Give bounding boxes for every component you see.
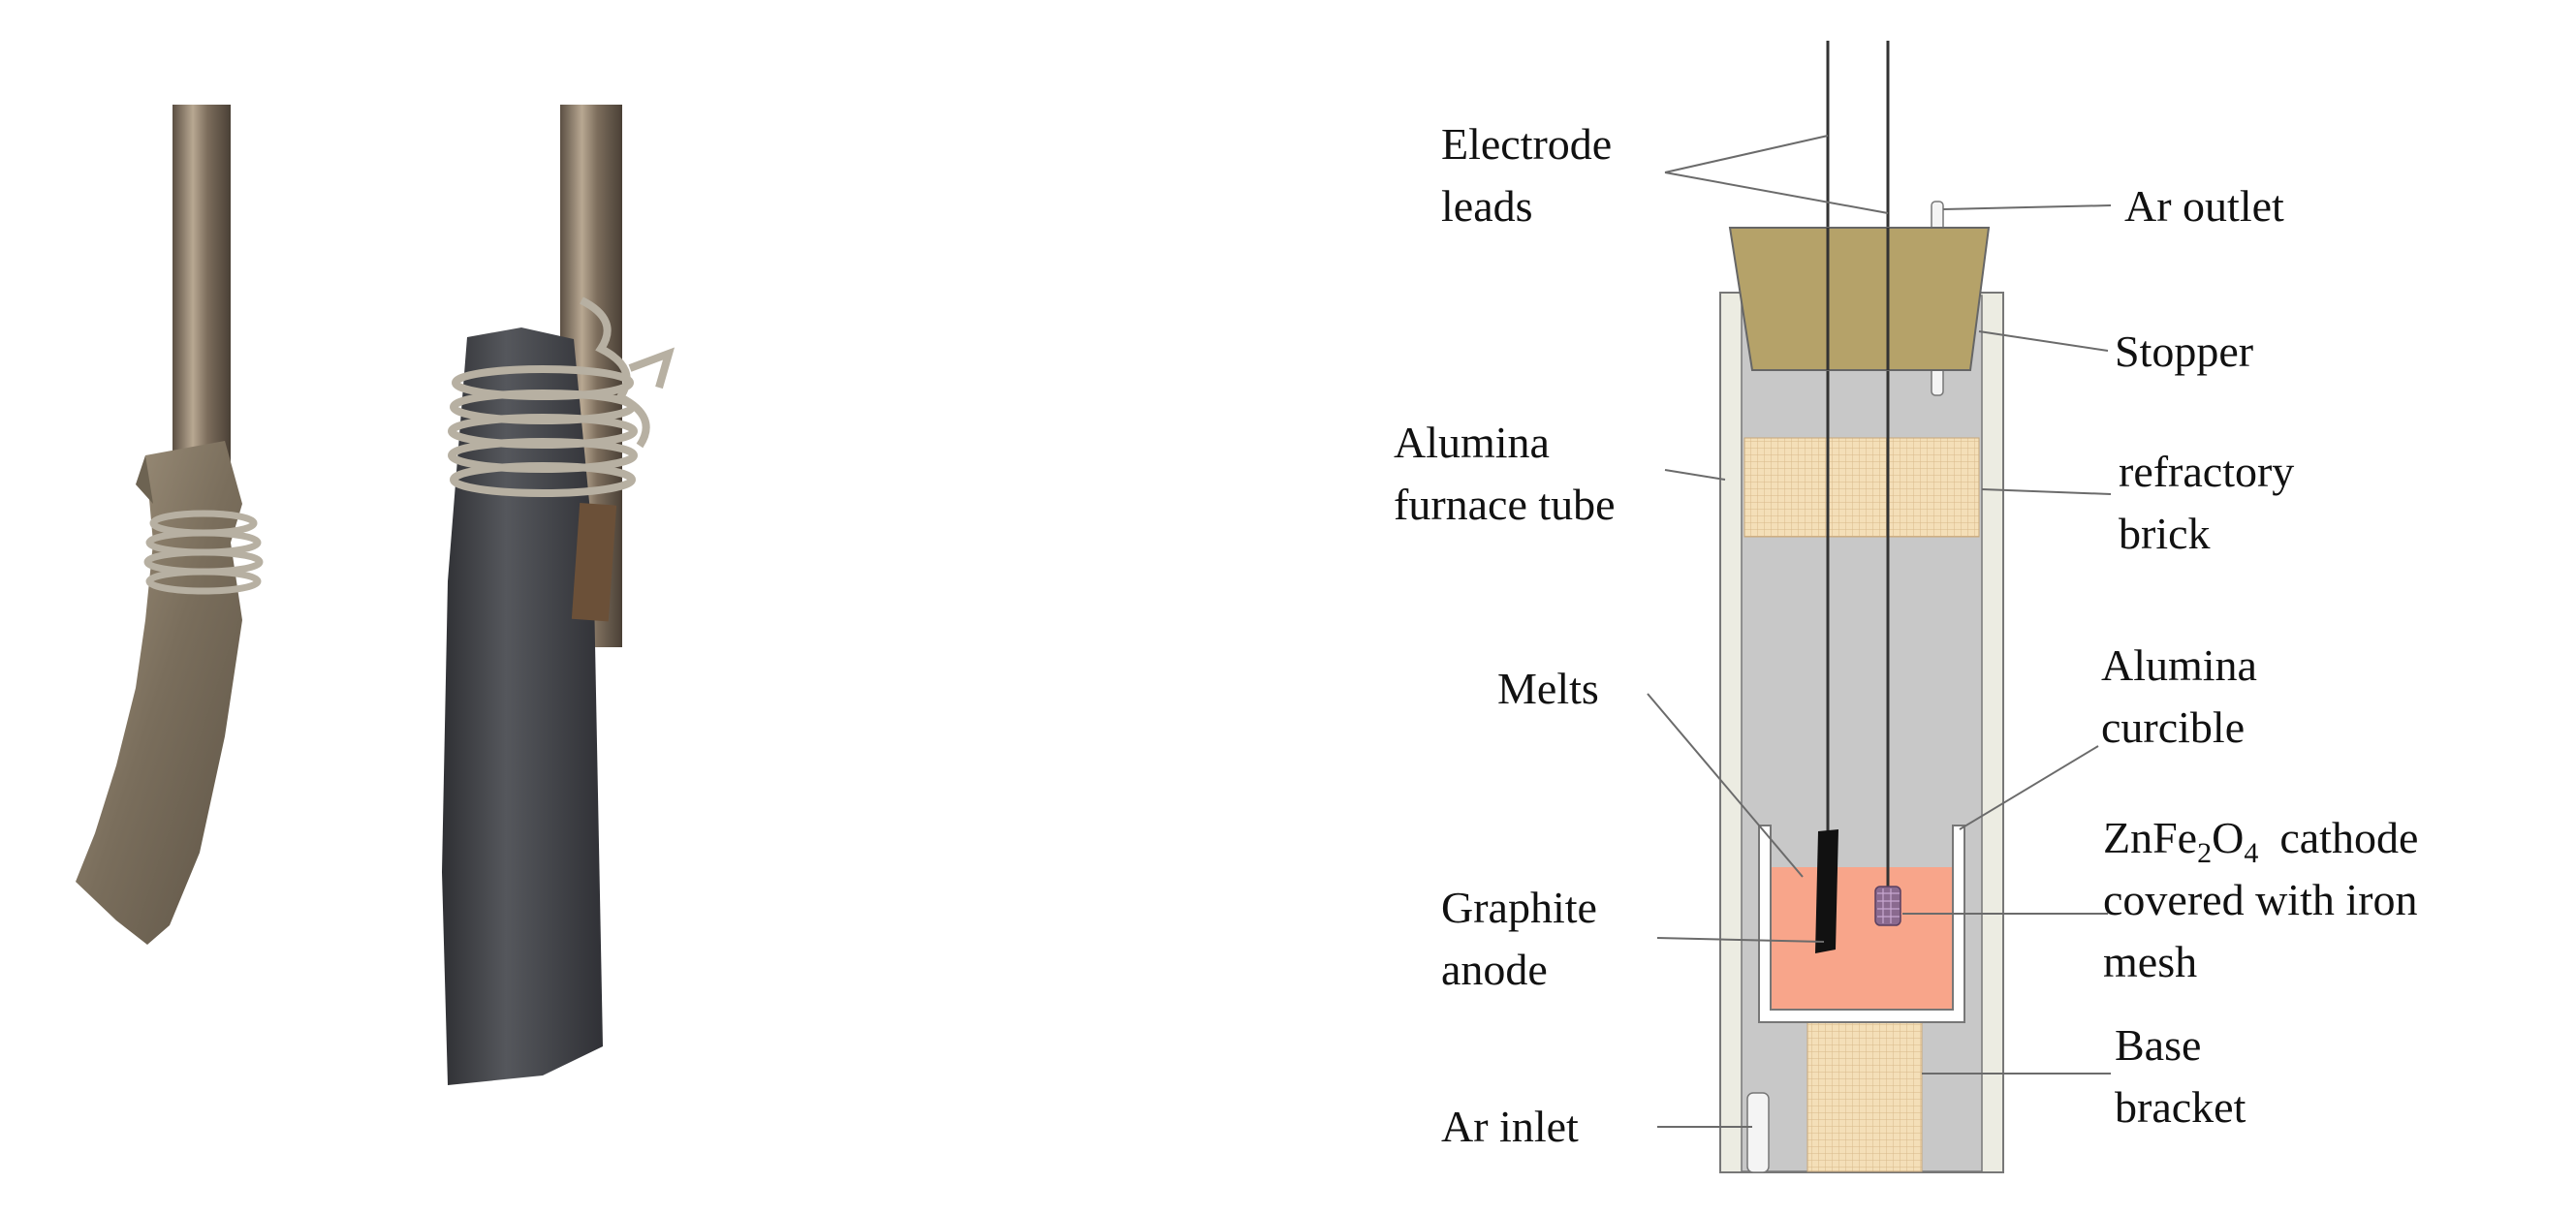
label-alumina-furnace-tube-1: Alumina xyxy=(1394,418,1550,467)
label-alumina-crucible-1: Alumina xyxy=(2101,640,2257,690)
graphite-anode xyxy=(1815,829,1838,953)
label-graphite-anode-2: anode xyxy=(1441,945,1548,994)
label-base-bracket-1: Base xyxy=(2115,1020,2201,1070)
label-alumina-furnace-tube-2: furnace tube xyxy=(1394,480,1616,529)
refractory-brick xyxy=(1744,437,1980,538)
zinc-ferrite-cathode xyxy=(1874,886,1901,926)
furnace-schematic xyxy=(1719,41,2004,1173)
label-cathode-line2: covered with iron xyxy=(2103,875,2417,924)
label-electrode-leads-1: Electrode xyxy=(1441,119,1612,169)
leader-lines xyxy=(1647,135,2112,1128)
ar-inlet-tube xyxy=(1746,1092,1770,1173)
anode-wire-coil xyxy=(448,296,675,497)
base-bracket xyxy=(1806,1021,1923,1172)
label-electrode-leads-2: leads xyxy=(1441,181,1533,231)
label-refractory-brick-2: brick xyxy=(2119,509,2211,558)
label-ar-outlet: Ar outlet xyxy=(2124,181,2284,231)
graphite-anode-photo xyxy=(442,327,603,1085)
label-cathode-line3: mesh xyxy=(2103,937,2197,986)
label-ar-inlet: Ar inlet xyxy=(1441,1102,1579,1151)
electrode-photo xyxy=(76,105,675,1085)
label-melts: Melts xyxy=(1497,664,1599,713)
label-alumina-crucible-2: curcible xyxy=(2101,702,2245,752)
alumina-crucible xyxy=(1758,825,1965,1023)
cathode-lead-rod xyxy=(173,105,231,473)
label-base-bracket-2: bracket xyxy=(2115,1082,2246,1132)
label-refractory-brick-1: refractory xyxy=(2119,447,2294,496)
cathode-foil xyxy=(76,441,242,945)
label-stopper: Stopper xyxy=(2115,327,2253,376)
stopper xyxy=(1728,227,1991,371)
melts xyxy=(1772,867,1952,1009)
cathode-wire-coil xyxy=(143,510,264,595)
label-graphite-anode-1: Graphite xyxy=(1441,883,1597,932)
labels: Electrode leads Ar outlet Stopper Alumin… xyxy=(1394,119,2418,1151)
